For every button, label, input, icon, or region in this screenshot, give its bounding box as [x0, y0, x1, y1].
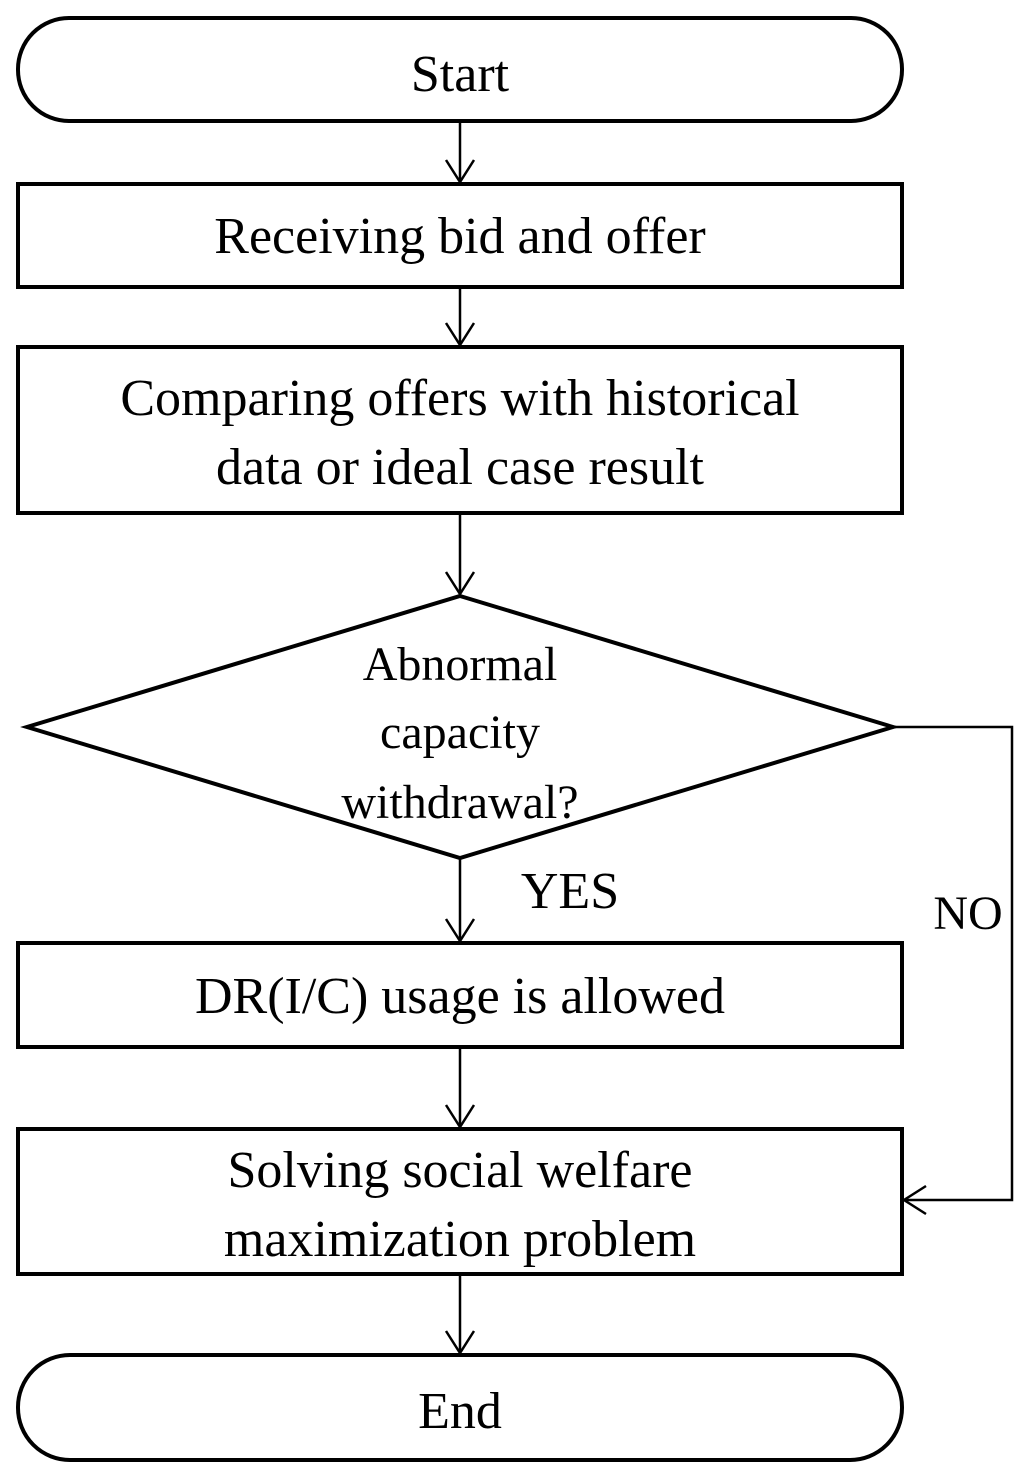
- receive-label: Receiving bid and offer: [214, 208, 705, 265]
- no-edge-label: NO: [933, 887, 1002, 940]
- decision-label-line-2: capacity: [380, 706, 540, 759]
- solve-node: Solving social welfare maximization prob…: [16, 1127, 904, 1276]
- solve-label-line-2: maximization problem: [224, 1211, 696, 1268]
- arrow-start-to-receive: [444, 121, 476, 185]
- dr-node: DR(I/C) usage is allowed: [16, 941, 904, 1049]
- end-label: End: [418, 1383, 502, 1440]
- arrow-dr-to-solve: [444, 1047, 476, 1130]
- solve-label-line-1: Solving social welfare: [228, 1142, 693, 1199]
- decision-label-line-1: Abnormal: [363, 638, 558, 691]
- dr-label: DR(I/C) usage is allowed: [195, 968, 725, 1025]
- start-node: Start: [16, 16, 904, 123]
- arrow-compare-to-decision: [444, 513, 476, 597]
- arrow-receive-to-compare: [444, 287, 476, 348]
- compare-label-line-2: data or ideal case result: [216, 439, 705, 496]
- receive-node: Receiving bid and offer: [16, 182, 904, 289]
- decision-label-line-3: withdrawal?: [341, 776, 578, 829]
- arrow-yes-to-dr: [444, 858, 476, 944]
- compare-label-line-1: Comparing offers with historical: [120, 370, 799, 427]
- yes-edge-label: YES: [521, 863, 619, 920]
- decision-node: Abnormal capacity withdrawal?: [20, 593, 900, 861]
- arrow-solve-to-end: [444, 1274, 476, 1356]
- start-label: Start: [411, 46, 510, 103]
- compare-node: Comparing offers with historical data or…: [16, 345, 904, 515]
- end-node: End: [16, 1353, 904, 1462]
- arrow-no-to-solve: [893, 725, 1014, 1216]
